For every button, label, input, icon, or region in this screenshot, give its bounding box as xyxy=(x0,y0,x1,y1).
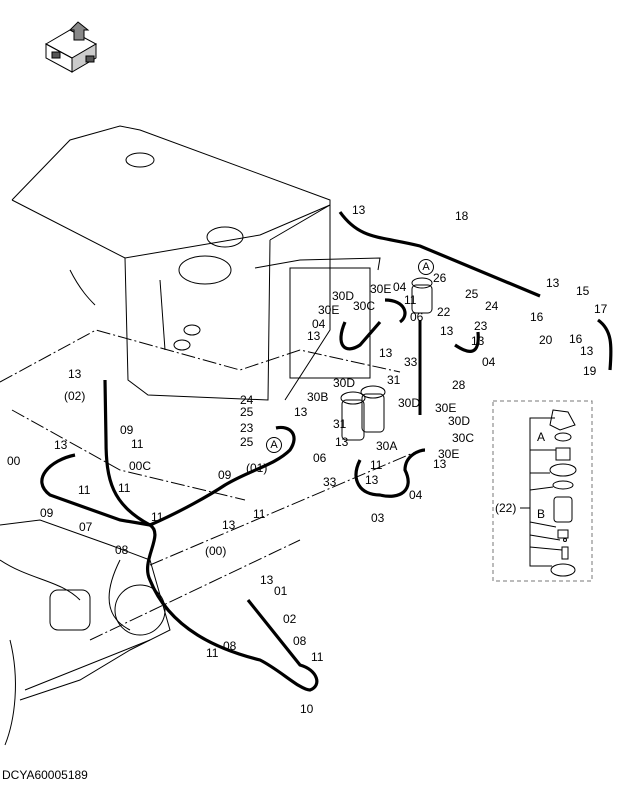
callout-label: 00C xyxy=(129,459,152,473)
callout-label: 13 xyxy=(68,367,82,381)
callout-label: 13 xyxy=(379,346,393,360)
callout-label: A xyxy=(537,430,546,444)
callout-label: 30D xyxy=(333,376,356,390)
callout-label: (02) xyxy=(64,389,86,403)
callout-label: 11 xyxy=(206,646,219,660)
frame-outline xyxy=(0,329,421,641)
callout-label: 13 xyxy=(294,405,308,419)
callout-label: 30D xyxy=(332,289,355,303)
callout-label: 09 xyxy=(120,423,134,437)
callout-label: 33 xyxy=(323,475,337,489)
callout-label: 04 xyxy=(393,280,407,294)
callout-label: 31 xyxy=(333,417,347,431)
callout-label: 13 xyxy=(440,324,454,338)
callout-label: 11 xyxy=(131,437,144,451)
callout-label: 18 xyxy=(455,209,469,223)
callout-label: 11 xyxy=(151,510,164,524)
callout-label: 16 xyxy=(569,332,583,346)
callout-label: 07 xyxy=(79,520,93,534)
callout-label: 33 xyxy=(404,355,418,369)
callout-label: 24 xyxy=(240,393,254,407)
callout-label: 13 xyxy=(260,573,274,587)
document-id: DCYA60005189 xyxy=(2,768,88,782)
callout-label: 08 xyxy=(115,543,129,557)
callout-label: (01) xyxy=(246,461,268,475)
callout-label: (22) xyxy=(495,501,517,515)
callout-label: 13 xyxy=(365,473,379,487)
callout-label: 17 xyxy=(594,302,608,316)
callout-label: 30E xyxy=(318,303,340,317)
view-marker: A xyxy=(266,437,282,453)
callout-label: 30C xyxy=(452,431,475,445)
callout-label: 11 xyxy=(404,293,417,307)
callout-label: 04 xyxy=(312,317,326,331)
callout-label: 30C xyxy=(353,299,376,313)
callout-label: 11 xyxy=(78,483,91,497)
callout-label: 30E xyxy=(438,447,460,461)
callout-label: 30E xyxy=(370,282,392,296)
callout-label: (00) xyxy=(205,544,227,558)
callout-label: 30A xyxy=(376,439,398,453)
callout-label: 28 xyxy=(452,378,466,392)
callout-label: 13 xyxy=(433,457,447,471)
callout-label: 11 xyxy=(311,650,324,664)
callout-label: 25 xyxy=(465,287,479,301)
callout-label: 13 xyxy=(471,334,485,348)
callout-label: 30E xyxy=(435,401,457,415)
callout-label: 13 xyxy=(222,518,236,532)
callout-label: 03 xyxy=(371,511,385,525)
callout-label: 00 xyxy=(7,454,21,468)
callout-label: 13 xyxy=(546,276,560,290)
callout-label: 30D xyxy=(448,414,471,428)
callout-label: 22 xyxy=(437,305,451,319)
callout-label: 09 xyxy=(40,506,54,520)
fuel-tank xyxy=(11,125,381,401)
callout-label: 13 xyxy=(580,344,594,358)
callout-label: 30B xyxy=(307,390,329,404)
callout-label: 06 xyxy=(410,310,424,324)
callout-label: 08 xyxy=(223,639,237,653)
callout-label: 04 xyxy=(482,355,496,369)
callout-label: 02 xyxy=(283,612,297,626)
fuel-filters xyxy=(340,277,433,441)
callout-label: 20 xyxy=(539,333,553,347)
engine xyxy=(0,519,171,746)
callout-label: 01 xyxy=(274,584,288,598)
filter-exploded-parts xyxy=(520,409,577,577)
callout-label: 08 xyxy=(293,634,307,648)
callout-label: 19 xyxy=(583,364,597,378)
callout-label: B xyxy=(537,507,546,521)
callout-label: 23 xyxy=(240,421,254,435)
callout-label: 13 xyxy=(54,438,68,452)
callout-label: 13 xyxy=(335,435,349,449)
callout-label: 11 xyxy=(370,458,383,472)
callout-label: 13 xyxy=(352,203,366,217)
callout-label: 13 xyxy=(307,329,321,343)
callout-label: 25 xyxy=(240,435,254,449)
callout-label: 06 xyxy=(313,451,327,465)
callout-label: 11 xyxy=(118,481,131,495)
detail-box xyxy=(492,400,593,582)
callout-label: 30D xyxy=(398,396,421,410)
callout-label: 15 xyxy=(576,284,590,298)
hoses xyxy=(40,211,613,692)
callout-label: 11 xyxy=(253,507,266,521)
callout-label: 31 xyxy=(387,373,401,387)
callout-label: 25 xyxy=(240,405,254,419)
callout-label: 16 xyxy=(530,310,544,324)
callout-label: 23 xyxy=(474,319,488,333)
callout-label: 04 xyxy=(409,488,423,502)
callout-label: 10 xyxy=(300,702,314,716)
view-marker: A xyxy=(418,259,434,275)
callout-label: 26 xyxy=(433,271,447,285)
callout-label: 09 xyxy=(218,468,232,482)
callout-label: 24 xyxy=(485,299,499,313)
orientation-logo xyxy=(44,21,98,73)
